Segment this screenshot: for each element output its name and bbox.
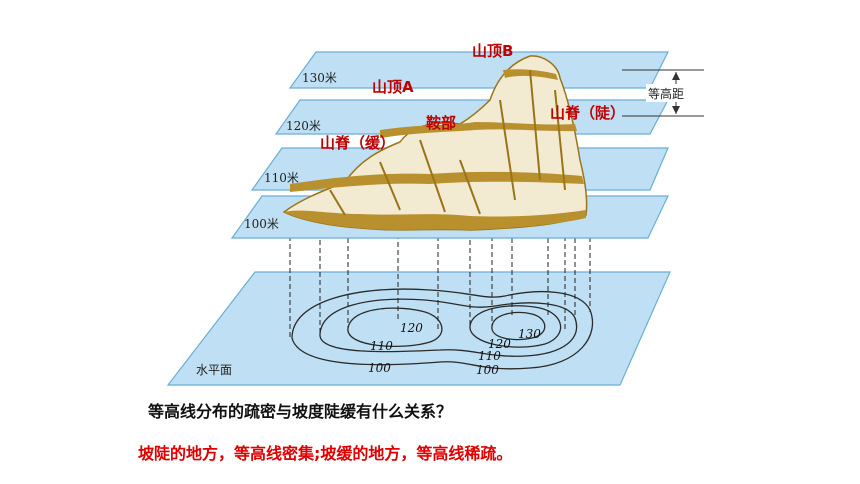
ridge-gentle-label: 山脊（缓） [320, 134, 395, 152]
base-plane-label: 水平面 [196, 363, 232, 377]
contour-band-110 [290, 171, 584, 192]
saddle-label: 鞍部 [426, 114, 456, 132]
contour-num-110-right: 110 [478, 349, 501, 363]
peak-b-label: 山顶B [472, 42, 513, 60]
contour-num-110-left: 110 [370, 339, 393, 353]
contour-120-left [347, 307, 443, 348]
contour-120-right [469, 305, 562, 348]
contour-num-120-left: 120 [400, 321, 423, 335]
contour-band-120 [380, 122, 577, 138]
plane-110-label: 110米 [264, 171, 299, 185]
contour-interval-guide [622, 69, 708, 117]
ridge-steep-label: 山脊（陡） [550, 104, 625, 122]
contour-num-100-left: 100 [368, 361, 391, 375]
contour-band-100 [284, 210, 586, 230]
contour-num-130: 130 [518, 327, 541, 341]
plane-120-label: 120米 [286, 119, 321, 133]
plane-130-label: 130米 [302, 71, 337, 85]
contour-num-100-right: 100 [476, 363, 499, 377]
plane-100-label: 100米 [244, 217, 279, 231]
question-text: 等高线分布的疏密与坡度陡缓有什么关系？ [148, 402, 453, 421]
mountain [282, 55, 588, 231]
contour-110 [319, 298, 578, 357]
answer-text: 坡陡的地方，等高线密集;坡缓的地方，等高线稀疏。 [138, 444, 513, 463]
base-plane [166, 271, 671, 386]
mountain-body [282, 55, 588, 231]
contour-130 [491, 311, 546, 341]
contour-interval-label: 等高距 [648, 86, 684, 101]
contour-num-120-right: 120 [488, 337, 511, 351]
peak-a-label: 山顶A [372, 78, 414, 96]
ridge-lines [329, 69, 566, 216]
